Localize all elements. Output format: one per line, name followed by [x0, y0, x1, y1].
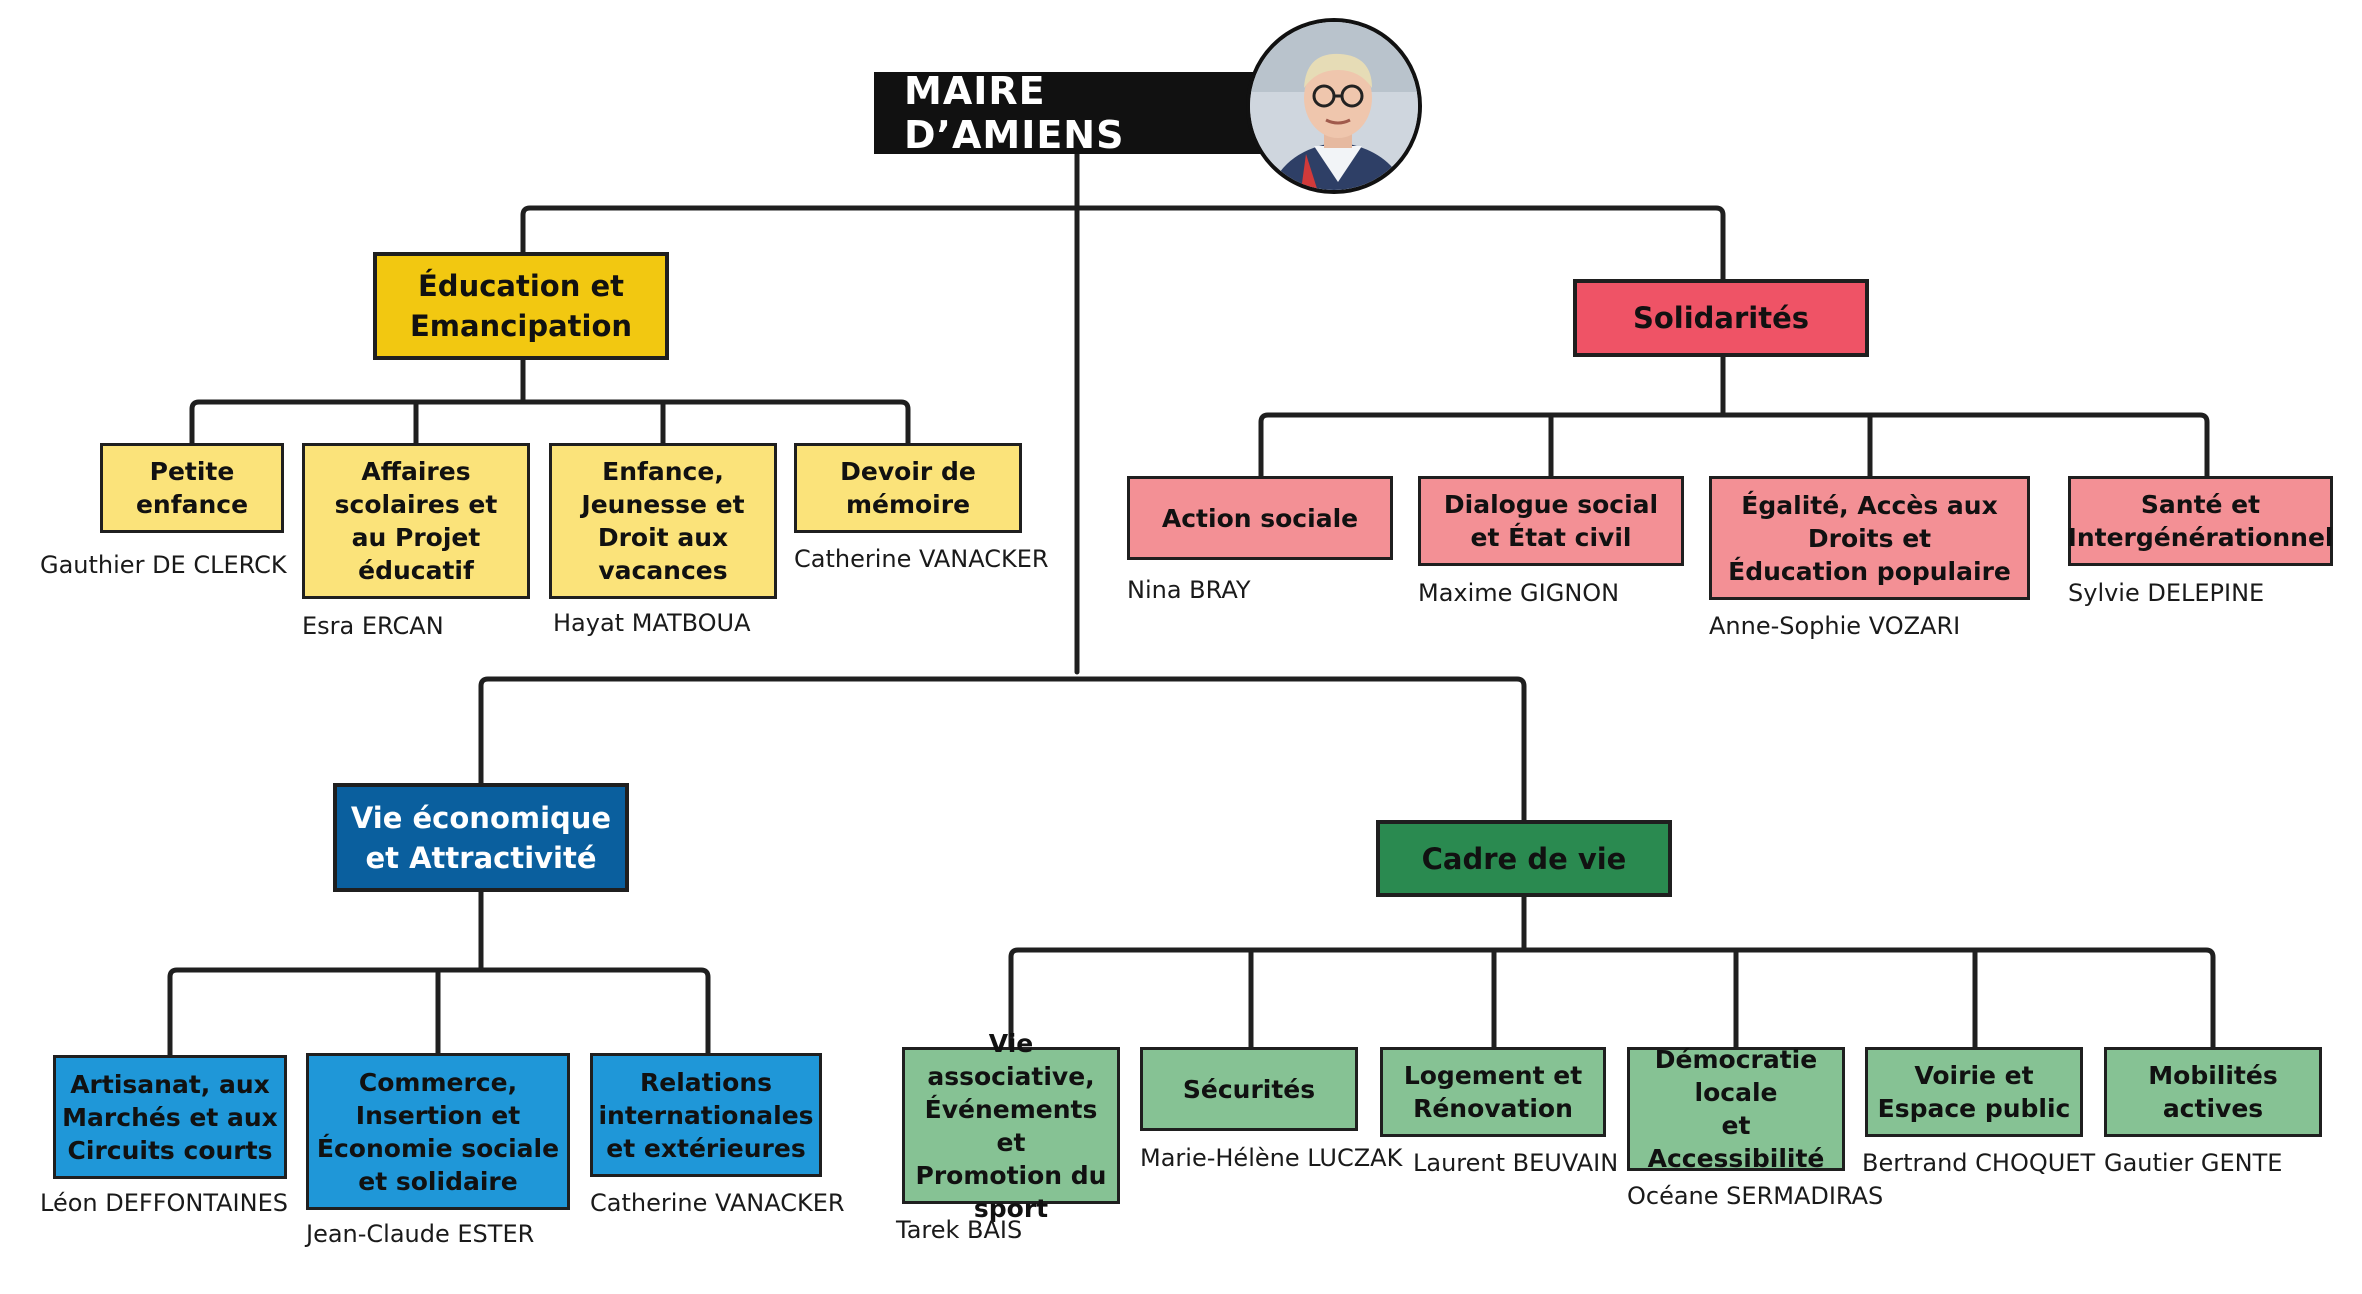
- economie-item-label: Relations internationales et extérieures: [598, 1067, 814, 1163]
- pole-solidarites-label: Solidarités: [1632, 301, 1810, 335]
- economie-item-label: Artisanat, aux Marchés et aux Circuits c…: [62, 1069, 278, 1165]
- education-item-box: Devoir de mémoire: [794, 443, 1022, 533]
- economie-item-box: Artisanat, aux Marchés et aux Circuits c…: [53, 1055, 287, 1179]
- solidarites-item-person: Sylvie DELEPINE: [2068, 579, 2265, 607]
- economie-item-person: Catherine VANACKER: [590, 1189, 845, 1217]
- solidarites-item-label: Égalité, Accès aux Droits et Éducation p…: [1728, 490, 2011, 586]
- cadre-item-person: Tarek BAIS: [896, 1216, 1023, 1244]
- cadre-item-box: Logement et Rénovation: [1380, 1047, 1606, 1137]
- cadre-item-label: Sécurités: [1182, 1074, 1316, 1104]
- education-item-label: Devoir de mémoire: [840, 457, 976, 519]
- pole-cadre-box: Cadre de vie: [1376, 820, 1672, 897]
- connector-solidarites: [1258, 354, 2210, 479]
- cadre-item-label: Démocratie locale et Accessibilité: [1647, 1045, 1825, 1173]
- solidarites-item-box: Action sociale: [1127, 476, 1393, 560]
- education-item-person: Catherine VANACKER: [794, 545, 1049, 573]
- education-item-label: Enfance, Jeunesse et Droit aux vacances: [581, 457, 745, 585]
- connector-economie: [167, 889, 711, 1058]
- solidarites-item-box: Égalité, Accès aux Droits et Éducation p…: [1709, 476, 2030, 600]
- cadre-item-label: Vie associative, Événements et Promotion…: [915, 1028, 1107, 1223]
- connector-top-branch: [520, 205, 1726, 282]
- economie-item-box: Relations internationales et extérieures: [590, 1053, 822, 1177]
- cadre-item-box: Mobilités actives: [2104, 1047, 2322, 1137]
- cadre-item-box: Sécurités: [1140, 1047, 1358, 1131]
- economie-item-label: Commerce, Insertion et Économie sociale …: [316, 1067, 560, 1196]
- solidarites-item-label: Action sociale: [1161, 503, 1359, 533]
- education-item-person: Hayat MATBOUA: [553, 609, 751, 637]
- mayor-title: MAIRE D’AMIENS: [904, 69, 1125, 157]
- education-item-box: Enfance, Jeunesse et Droit aux vacances: [549, 443, 777, 599]
- solidarites-item-box: Dialogue social et État civil: [1418, 476, 1684, 566]
- pole-economie-box: Vie économique et Attractivité: [333, 783, 629, 892]
- cadre-item-person: Marie-Hélène LUCZAK: [1140, 1144, 1403, 1172]
- mayor-title-box: MAIRE D’AMIENS: [874, 69, 1268, 157]
- economie-item-box: Commerce, Insertion et Économie sociale …: [306, 1053, 570, 1210]
- solidarites-item-label: Santé et Intergénérationnel: [2067, 490, 2334, 552]
- pole-solidarites-box: Solidarités: [1573, 279, 1869, 357]
- portrait-illustration: [1250, 22, 1418, 190]
- person-portrait-icon: [1246, 18, 1422, 194]
- connector-cadre: [1008, 894, 2216, 1050]
- pole-cadre-label: Cadre de vie: [1421, 841, 1627, 876]
- education-item-person: Gauthier DE CLERCK: [40, 551, 287, 579]
- cadre-item-person: Gautier GENTE: [2104, 1149, 2283, 1177]
- cadre-item-label: Mobilités actives: [2148, 1061, 2278, 1123]
- connector-education: [189, 357, 911, 446]
- cadre-item-person: Océane SERMADIRAS: [1627, 1182, 1884, 1210]
- economie-item-person: Jean-Claude ESTER: [306, 1220, 535, 1248]
- education-item-box: Affaires scolaires et au Projet éducatif: [302, 443, 530, 599]
- cadre-item-box: Vie associative, Événements et Promotion…: [902, 1029, 1120, 1223]
- solidarites-item-person: Maxime GIGNON: [1418, 579, 1620, 607]
- solidarites-item-label: Dialogue social et État civil: [1443, 490, 1659, 552]
- pole-education-box: Éducation et Emancipation: [373, 252, 669, 360]
- cadre-item-person: Laurent BEUVAIN: [1413, 1149, 1619, 1177]
- cadre-item-box: Démocratie locale et Accessibilité: [1627, 1045, 1845, 1173]
- cadre-item-label: Logement et Rénovation: [1403, 1061, 1583, 1123]
- education-item-person: Esra ERCAN: [302, 612, 444, 640]
- solidarites-item-person: Nina BRAY: [1127, 576, 1251, 604]
- education-item-label: Petite enfance: [135, 457, 249, 519]
- solidarites-item-person: Anne-Sophie VOZARI: [1709, 612, 1961, 640]
- education-item-box: Petite enfance: [100, 443, 284, 533]
- cadre-item-person: Bertrand CHOQUET: [1862, 1149, 2096, 1177]
- pole-economie-label: Vie économique et Attractivité: [350, 800, 612, 875]
- cadre-item-box: Voirie et Espace public: [1865, 1047, 2083, 1137]
- cadre-item-label: Voirie et Espace public: [1877, 1061, 2071, 1123]
- solidarites-item-box: Santé et Intergénérationnel: [2068, 476, 2333, 566]
- connector-bottom-branch: [478, 676, 1527, 823]
- pole-education-label: Éducation et Emancipation: [409, 269, 633, 343]
- economie-item-person: Léon DEFFONTAINES: [40, 1189, 288, 1217]
- education-item-label: Affaires scolaires et au Projet éducatif: [334, 457, 498, 585]
